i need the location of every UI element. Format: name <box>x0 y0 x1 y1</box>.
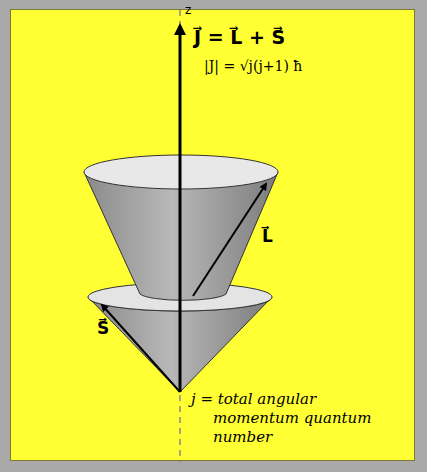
magnitude-label: |J| = √j(j+1) ħ <box>204 58 302 74</box>
note-label: j = total angular momentum quantum numbe… <box>191 390 388 446</box>
l-vector <box>193 184 266 296</box>
s-vector <box>102 305 180 392</box>
axis-label: z <box>185 3 191 17</box>
vector-label: S⃗ <box>97 318 109 338</box>
equation-label: J⃗ = L⃗ + S⃗ <box>194 26 285 48</box>
vector-label: L⃗ <box>262 226 273 246</box>
j-vector <box>179 26 182 392</box>
z-axis <box>179 10 181 462</box>
